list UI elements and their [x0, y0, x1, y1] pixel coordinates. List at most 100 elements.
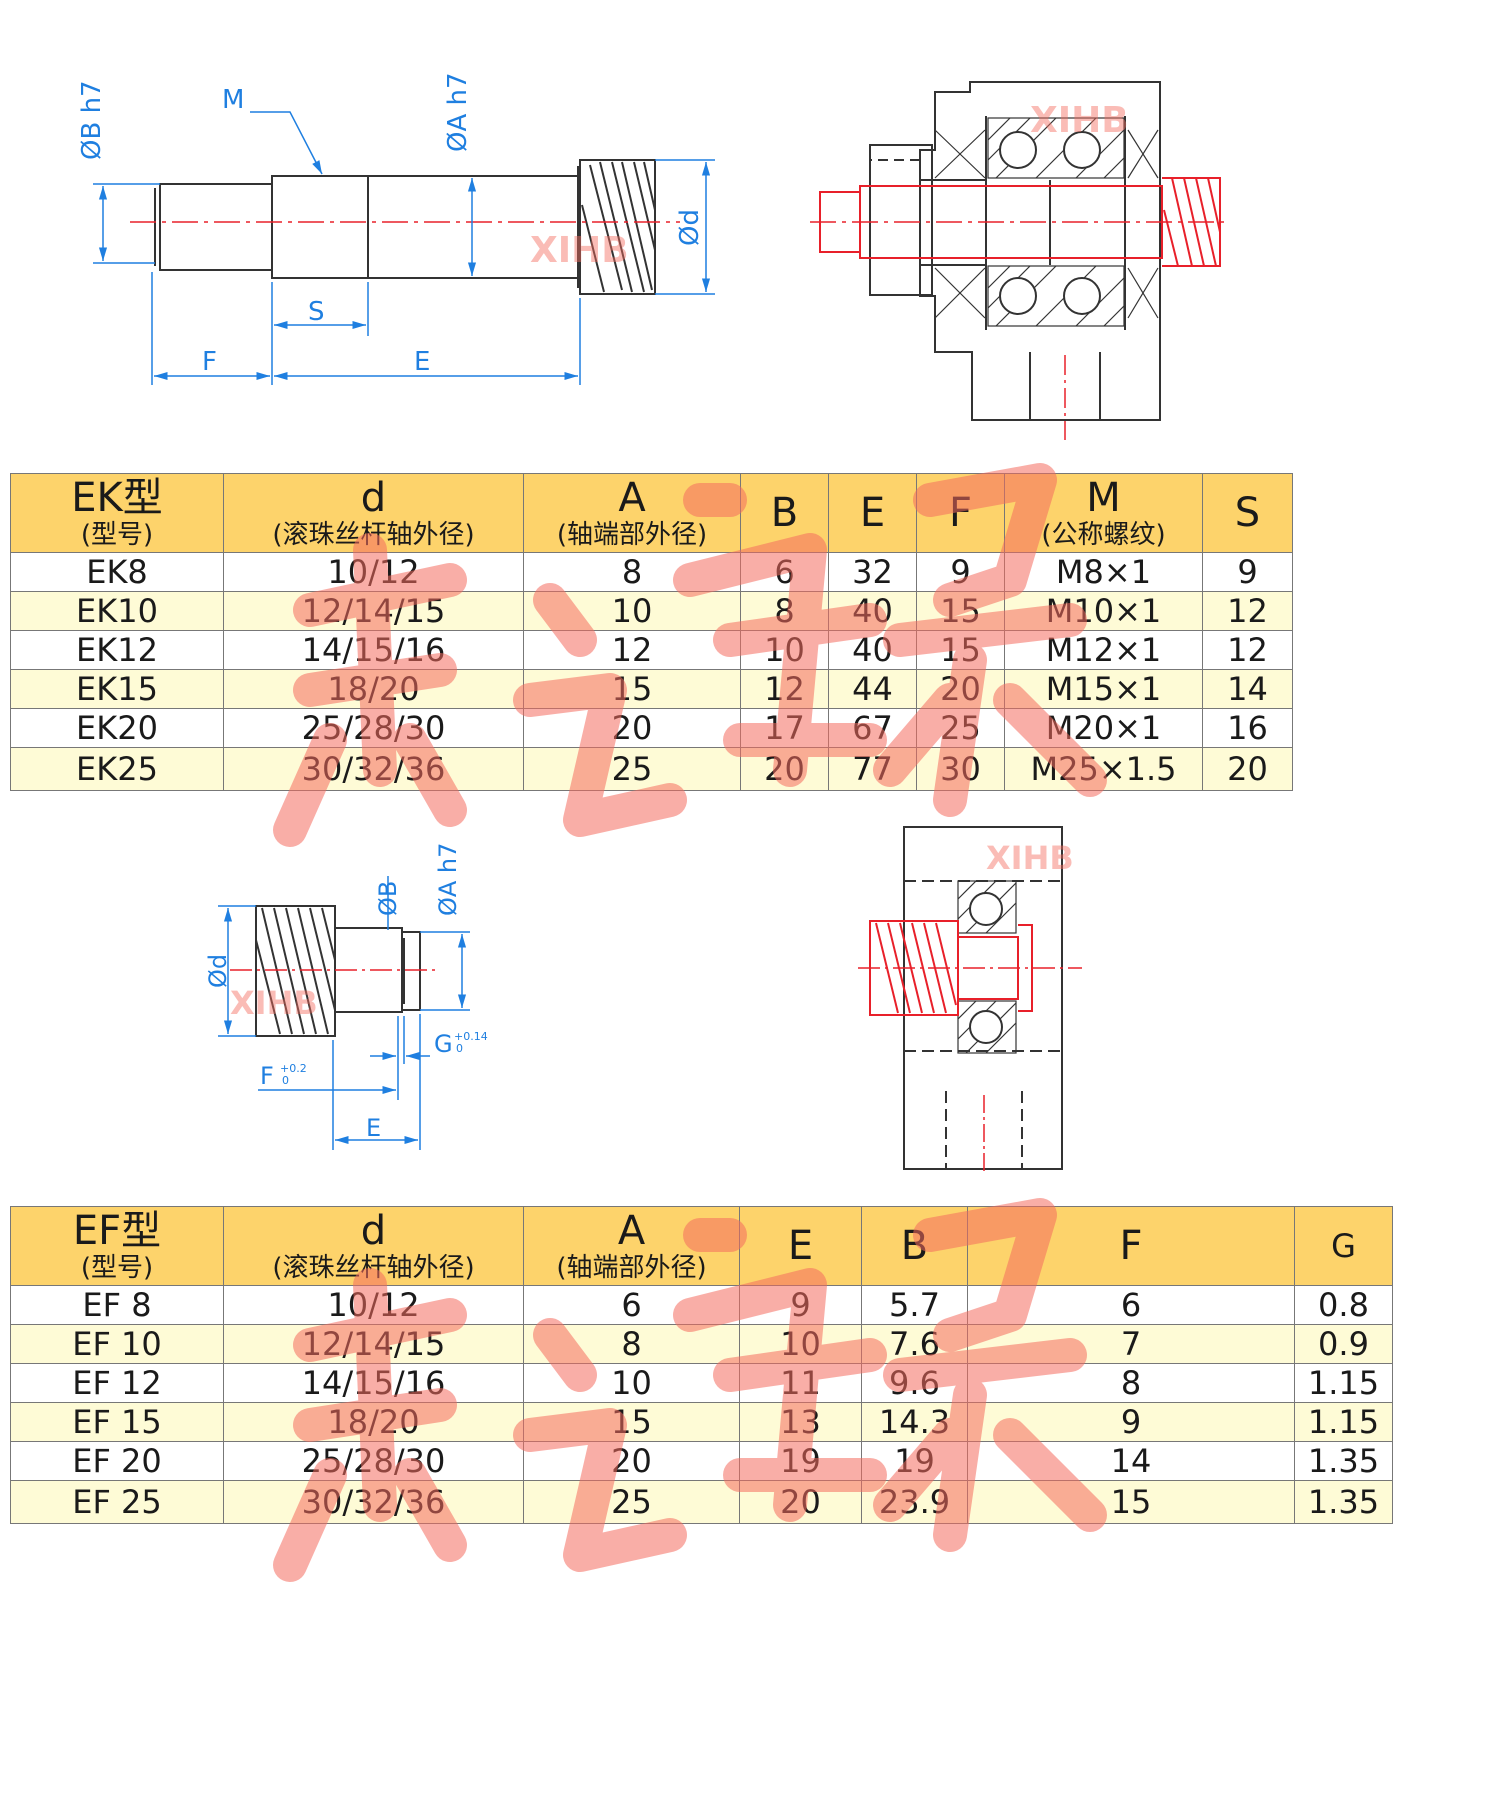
ef-g-label: G — [434, 1030, 453, 1058]
cell: 15 — [967, 1480, 1295, 1524]
cell: 20 — [740, 747, 829, 791]
cell: 15 — [916, 630, 1005, 670]
cell: 6 — [967, 1285, 1295, 1325]
cell: 10 — [739, 1324, 862, 1364]
cell: 67 — [828, 708, 917, 748]
cell: 12 — [1202, 630, 1293, 670]
cell: 12 — [740, 669, 829, 709]
cell: 0.9 — [1294, 1324, 1393, 1364]
cell: 15 — [916, 591, 1005, 631]
ef-g-tol-upper: +0.14 — [454, 1030, 488, 1043]
cell: 30/32/36 — [223, 1480, 524, 1524]
ek-header-row: EK型(型号) d(滚珠丝杆轴外径) A(轴端部外径) B E F M(公称螺纹… — [10, 473, 1293, 553]
cell: M12×1 — [1004, 630, 1203, 670]
ef-e-label: E — [366, 1114, 381, 1142]
cell: 9 — [916, 552, 1005, 592]
ek-assembly-section-drawing: XIHB — [810, 81, 1230, 440]
cell: EK8 — [10, 552, 224, 592]
ek-header-e: E — [828, 473, 917, 553]
cell: 25 — [523, 1480, 740, 1524]
ek-header-d: d(滚珠丝杆轴外径) — [223, 473, 524, 553]
cell: EF 25 — [10, 1480, 224, 1524]
cell: 9 — [739, 1285, 862, 1325]
cell: 40 — [828, 591, 917, 631]
cell: 8 — [967, 1363, 1295, 1403]
cell: 13 — [739, 1402, 862, 1442]
cell: 15 — [523, 1402, 740, 1442]
ef-header-d: d(滚珠丝杆轴外径) — [223, 1206, 524, 1286]
cell: 30/32/36 — [223, 747, 524, 791]
ef-dd-label: Ød — [204, 954, 232, 988]
ek-m-label: M — [222, 85, 244, 115]
cell: 12 — [1202, 591, 1293, 631]
cell: 8 — [523, 1324, 740, 1364]
cell: 20 — [1202, 747, 1293, 791]
ek-f-label: F — [202, 347, 217, 377]
cell: 9 — [967, 1402, 1295, 1442]
ef-header-b: B — [861, 1206, 968, 1286]
cell: 18/20 — [223, 669, 524, 709]
cell: 14.3 — [861, 1402, 968, 1442]
ef-db-label: ØB — [374, 881, 402, 916]
cell: M25×1.5 — [1004, 747, 1203, 791]
cell: EF 12 — [10, 1363, 224, 1403]
cell: 11 — [739, 1363, 862, 1403]
cell: 30 — [916, 747, 1005, 791]
cell: 6 — [740, 552, 829, 592]
cell: EK25 — [10, 747, 224, 791]
ef-da-label: ØA h7 — [434, 843, 462, 916]
ek-spec-table: EK型(型号) d(滚珠丝杆轴外径) A(轴端部外径) B E F M(公称螺纹… — [10, 473, 1293, 791]
ek-da-label: ØA h7 — [443, 72, 473, 152]
cell: 32 — [828, 552, 917, 592]
ef-header-a: A(轴端部外径) — [523, 1206, 740, 1286]
cell: 25 — [916, 708, 1005, 748]
cell: M8×1 — [1004, 552, 1203, 592]
ek-header-model: EK型(型号) — [10, 473, 224, 553]
cell: 6 — [523, 1285, 740, 1325]
cell: EK12 — [10, 630, 224, 670]
cell: EF 8 — [10, 1285, 224, 1325]
ef-f-tol-lower: 0 — [282, 1074, 289, 1087]
cell: 8 — [523, 552, 741, 592]
cell: 1.35 — [1294, 1480, 1393, 1524]
cell: 18/20 — [223, 1402, 524, 1442]
ef-assembly-section-drawing: XIHB — [858, 826, 1082, 1171]
cell: EF 15 — [10, 1402, 224, 1442]
ef-f-tol-upper: +0.2 — [280, 1062, 307, 1075]
watermark-xihb: XIHB — [530, 230, 629, 271]
cell: 5.7 — [861, 1285, 968, 1325]
ef-header-row: EF型(型号) d(滚珠丝杆轴外径) A(轴端部外径) E B F G — [10, 1206, 1393, 1286]
ek-shaft-dimension-drawing: ØB h7 M ØA h7 Ød S F E XIHB — [77, 72, 715, 385]
cell: 12/14/15 — [223, 1324, 524, 1364]
ek-dd-label: Ød — [675, 209, 705, 246]
cell: 44 — [828, 669, 917, 709]
cell: EK10 — [10, 591, 224, 631]
cell: 1.15 — [1294, 1402, 1393, 1442]
cell: 77 — [828, 747, 917, 791]
cell: M15×1 — [1004, 669, 1203, 709]
cell: 10/12 — [223, 1285, 524, 1325]
ek-db-label: ØB h7 — [77, 80, 107, 160]
cell: 9 — [1202, 552, 1293, 592]
ef-f-label: F — [260, 1062, 274, 1090]
cell: EK15 — [10, 669, 224, 709]
ef-header-model: EF型(型号) — [10, 1206, 224, 1286]
cell: 15 — [523, 669, 741, 709]
ef-g-tol-lower: 0 — [456, 1042, 463, 1055]
cell: 20 — [739, 1480, 862, 1524]
cell: 20 — [523, 1441, 740, 1481]
cell: 14 — [1202, 669, 1293, 709]
cell: 0.8 — [1294, 1285, 1393, 1325]
cell: EK20 — [10, 708, 224, 748]
cell: EF 10 — [10, 1324, 224, 1364]
cell: 23.9 — [861, 1480, 968, 1524]
ek-header-s: S — [1202, 473, 1293, 553]
cell: 10 — [740, 630, 829, 670]
cell: 12/14/15 — [223, 591, 524, 631]
cell: M20×1 — [1004, 708, 1203, 748]
cell: 7.6 — [861, 1324, 968, 1364]
ek-header-a: A(轴端部外径) — [523, 473, 741, 553]
